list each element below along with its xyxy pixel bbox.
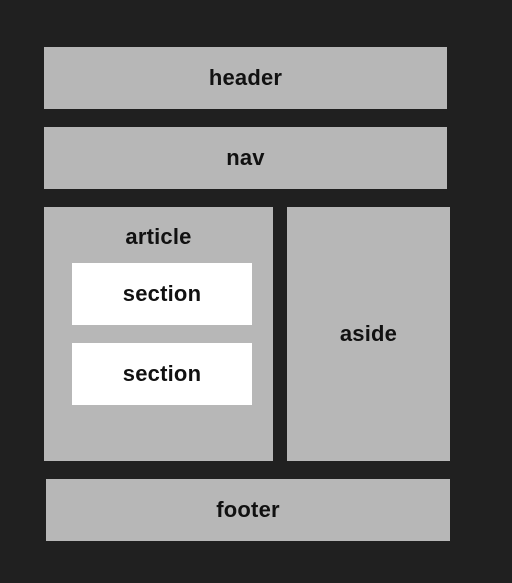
- aside-label: aside: [339, 321, 398, 346]
- header-block: header: [44, 47, 447, 109]
- article-block: article section section: [44, 207, 273, 461]
- article-label: article: [125, 224, 192, 249]
- section-block-1: section: [72, 263, 252, 325]
- section-block-2: section: [72, 343, 252, 405]
- footer-label: footer: [216, 497, 280, 522]
- aside-block: aside: [287, 207, 450, 461]
- section-label-2: section: [122, 361, 202, 386]
- header-label: header: [208, 65, 283, 90]
- nav-label: nav: [226, 145, 265, 170]
- nav-block: nav: [44, 127, 447, 189]
- footer-block: footer: [46, 479, 450, 541]
- section-label-1: section: [122, 281, 202, 306]
